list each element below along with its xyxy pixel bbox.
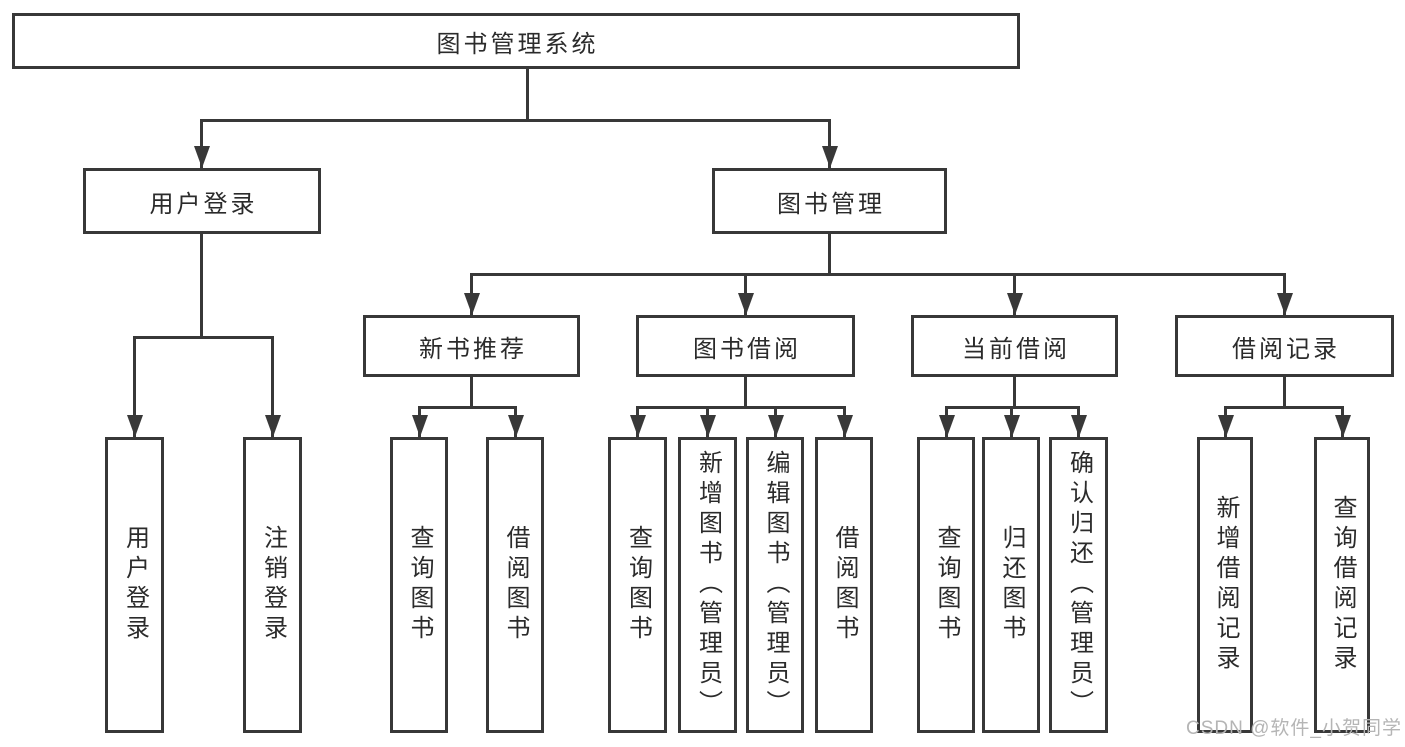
connector-arrow <box>200 119 203 168</box>
connector-line <box>744 377 747 408</box>
node-current-borrow: 当前借阅 <box>911 315 1118 377</box>
connector-line <box>1013 377 1016 408</box>
leaf-user-login: 用户登录 <box>105 437 164 733</box>
connector-line <box>828 234 831 275</box>
node-book-borrow: 图书借阅 <box>636 315 855 377</box>
leaf-query-books-borrow: 查询图书 <box>608 437 667 733</box>
node-borrow-records: 借阅记录 <box>1175 315 1394 377</box>
leaf-return-books: 归还图书 <box>982 437 1040 733</box>
connector-arrow <box>774 406 777 437</box>
leaf-add-book-admin: 新增图书（管理员） <box>678 437 737 733</box>
node-root: 图书管理系统 <box>12 13 1020 69</box>
connector-arrow <box>271 336 274 437</box>
connector-arrow <box>706 406 709 437</box>
leaf-query-books-recommend: 查询图书 <box>390 437 448 733</box>
connector-arrow <box>1077 406 1080 437</box>
node-new-book-recommend: 新书推荐 <box>363 315 580 377</box>
connector-line <box>201 119 831 122</box>
connector-arrow <box>1283 273 1286 315</box>
connector-line <box>636 406 845 409</box>
connector-arrow <box>1341 406 1344 437</box>
connector-line <box>470 273 1286 276</box>
leaf-confirm-return-admin: 确认归还（管理员） <box>1049 437 1108 733</box>
connector-arrow <box>1010 406 1013 437</box>
connector-line <box>133 336 273 339</box>
connector-arrow <box>514 406 517 437</box>
connector-arrow <box>843 406 846 437</box>
connector-arrow <box>1013 273 1016 315</box>
connector-arrow <box>133 336 136 437</box>
connector-line <box>200 233 203 338</box>
leaf-query-borrow-record: 查询借阅记录 <box>1314 437 1370 733</box>
node-user-login: 用户登录 <box>83 168 321 234</box>
leaf-query-books-current: 查询图书 <box>917 437 975 733</box>
leaf-edit-book-admin: 编辑图书（管理员） <box>746 437 804 733</box>
connector-line <box>526 68 529 120</box>
connector-line <box>1224 406 1344 409</box>
connector-arrow <box>945 406 948 437</box>
leaf-add-borrow-record: 新增借阅记录 <box>1197 437 1253 733</box>
connector-arrow <box>1224 406 1227 437</box>
connector-line <box>470 377 473 408</box>
connector-arrow <box>828 119 831 168</box>
leaf-borrow-books-recommend: 借阅图书 <box>486 437 544 733</box>
connector-arrow <box>744 273 747 315</box>
connector-arrow <box>418 406 421 437</box>
connector-arrow <box>636 406 639 437</box>
connector-line <box>418 406 516 409</box>
leaf-borrow-books: 借阅图书 <box>815 437 873 733</box>
leaf-logout: 注销登录 <box>243 437 302 733</box>
node-book-management: 图书管理 <box>712 168 947 234</box>
csdn-watermark: CSDN @软件_小贺同学 <box>1186 718 1402 739</box>
connector-line <box>1283 377 1286 408</box>
connector-arrow <box>470 273 473 315</box>
